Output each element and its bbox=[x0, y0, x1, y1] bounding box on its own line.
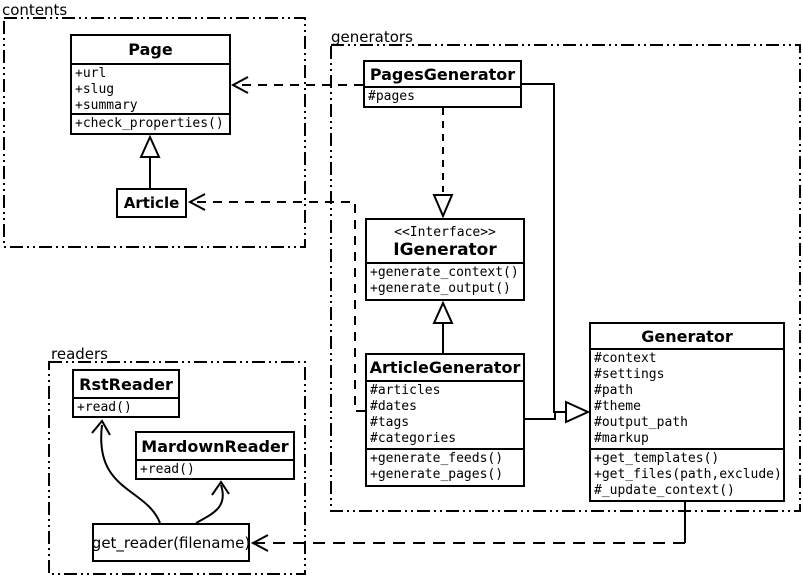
package-label-contents: contents bbox=[2, 1, 68, 19]
attribute: #categories bbox=[370, 431, 457, 446]
arrow-generator-uses-getreader bbox=[250, 502, 686, 552]
attribute: +summary bbox=[75, 98, 138, 113]
attribute: #context bbox=[594, 351, 657, 366]
class-pagesgenerator: PagesGenerator #pages bbox=[363, 60, 522, 108]
arrow-getreader-to-rstreader bbox=[91, 419, 161, 524]
attribute: #dates bbox=[370, 399, 417, 414]
method: +generate_context() bbox=[370, 265, 519, 280]
class-article-title: Article bbox=[123, 194, 180, 212]
method: #_update_context() bbox=[594, 483, 735, 498]
class-rstreader-title: RstReader bbox=[79, 374, 173, 394]
class-articlegenerator-methods: +generate_feeds() +generate_pages() bbox=[367, 448, 523, 485]
class-rstreader: RstReader +read() bbox=[72, 369, 180, 418]
package-label-generators: generators bbox=[331, 28, 413, 46]
arrow-articlegenerator-implements-igenerator bbox=[432, 300, 454, 353]
class-articlegenerator-title: ArticleGenerator bbox=[369, 358, 521, 377]
package-label-readers: readers bbox=[51, 345, 108, 363]
class-generator: Generator #context #settings #path #them… bbox=[589, 322, 785, 502]
method: +generate_output() bbox=[370, 281, 511, 296]
method: +read() bbox=[140, 462, 195, 477]
class-page-attributes: +url +slug +summary bbox=[72, 63, 229, 113]
class-articlegenerator-attributes: #articles #dates #tags #categories bbox=[367, 380, 523, 448]
class-mardownreader-methods: +read() bbox=[137, 459, 293, 478]
method: +check_properties() bbox=[75, 116, 224, 131]
attribute: #path bbox=[594, 383, 634, 398]
class-pagesgenerator-title: PagesGenerator bbox=[369, 64, 516, 84]
attribute: #tags bbox=[370, 415, 410, 430]
attribute: #articles bbox=[370, 383, 441, 398]
arrow-pagesgenerator-implements-igenerator bbox=[432, 108, 454, 219]
class-igenerator-stereotype: <<Interface>> bbox=[394, 225, 496, 240]
class-igenerator-methods: +generate_context() +generate_output() bbox=[367, 262, 523, 299]
attribute: #markup bbox=[594, 431, 649, 446]
method: +read() bbox=[77, 400, 132, 415]
class-page-methods: +check_properties() bbox=[72, 113, 229, 133]
class-generator-attributes: #context #settings #path #theme #output_… bbox=[591, 348, 783, 448]
class-igenerator-header: <<Interface>> IGenerator bbox=[367, 220, 523, 262]
function-get-reader: get_reader(filename) bbox=[92, 523, 250, 562]
package-generators-border bbox=[330, 44, 801, 512]
class-generator-title: Generator bbox=[641, 326, 733, 346]
class-page-title: Page bbox=[128, 40, 173, 59]
class-pagesgenerator-attributes: #pages bbox=[365, 86, 520, 106]
arrow-getreader-to-mardownreader bbox=[195, 480, 230, 524]
attribute: #pages bbox=[368, 89, 415, 104]
class-mardownreader: MardownReader +read() bbox=[135, 431, 295, 480]
package-contents-border bbox=[3, 17, 306, 248]
package-readers-border bbox=[48, 361, 306, 575]
arrow-article-extends-page bbox=[139, 134, 161, 188]
class-mardownreader-title: MardownReader bbox=[141, 436, 289, 456]
attribute: #theme bbox=[594, 399, 641, 414]
arrow-pagesgenerator-uses-page bbox=[230, 76, 363, 94]
class-page: Page +url +slug +summary +check_properti… bbox=[70, 34, 231, 135]
attribute: #output_path bbox=[594, 415, 688, 430]
class-generator-methods: +get_templates() +get_files(path,exclude… bbox=[591, 448, 783, 500]
method: +generate_pages() bbox=[370, 467, 504, 482]
class-article: Article bbox=[116, 188, 187, 218]
attribute: #settings bbox=[594, 367, 665, 382]
method: +generate_feeds() bbox=[370, 451, 504, 466]
arrow-articlegenerator-uses-article bbox=[187, 193, 365, 412]
attribute: +slug bbox=[75, 82, 115, 97]
method: +get_templates() bbox=[594, 451, 720, 466]
class-igenerator: <<Interface>> IGenerator +generate_conte… bbox=[365, 218, 525, 301]
attribute: +url bbox=[75, 66, 107, 81]
class-igenerator-title: IGenerator bbox=[393, 240, 497, 260]
class-articlegenerator: ArticleGenerator #articles #dates #tags … bbox=[365, 353, 525, 487]
class-rstreader-methods: +read() bbox=[74, 397, 178, 416]
arrow-generators-extend-generator bbox=[522, 83, 591, 424]
method: +get_files(path,exclude) bbox=[594, 467, 782, 482]
